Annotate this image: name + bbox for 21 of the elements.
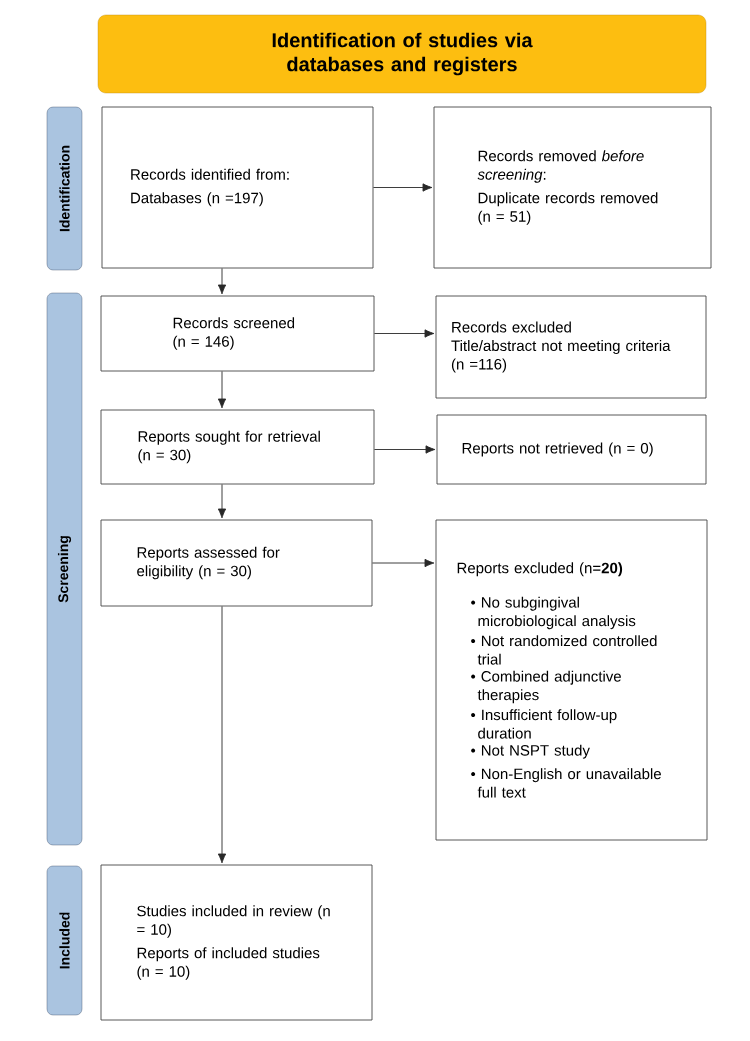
arrow bbox=[374, 445, 436, 454]
process-box: Records excluded Title/abstract not meeting criteria (n =116) bbox=[435, 295, 707, 399]
arrow bbox=[217, 371, 227, 409]
process-box: Records identified from: Databases (n =197) bbox=[101, 106, 374, 269]
process-box: Reports sought for retrieval (n = 30) bbox=[100, 409, 375, 485]
process-box: Reports excluded (n=20) • No subgingival microbiological analysis • Not randomized controlled trial • Combined adjunctive therapies • Insufficient follow-up duration • Not NSPT study • Non-English or unavailable full text bbox=[435, 519, 708, 841]
arrow bbox=[373, 183, 433, 192]
process-box: Records removed before screening: Duplicate records removed (n = 51) bbox=[433, 106, 712, 269]
arrow bbox=[217, 606, 227, 864]
arrow bbox=[217, 268, 227, 295]
arrow bbox=[372, 558, 435, 568]
title-banner: Identification of studies via databases and registers bbox=[97, 14, 707, 94]
phase-band: Identification bbox=[46, 106, 83, 271]
process-box: Records screened (n = 146) bbox=[100, 295, 375, 372]
phase-band: Included bbox=[46, 865, 83, 1016]
process-box: Studies included in review (n = 10) Reports of included studies (n = 10) bbox=[100, 864, 373, 1021]
process-box: Reports assessed for eligibility (n = 30) bbox=[100, 519, 373, 607]
phase-band: Screening bbox=[46, 292, 83, 846]
process-box: Reports not retrieved (n = 0) bbox=[436, 414, 707, 485]
arrow bbox=[217, 484, 227, 519]
arrow bbox=[374, 329, 435, 338]
